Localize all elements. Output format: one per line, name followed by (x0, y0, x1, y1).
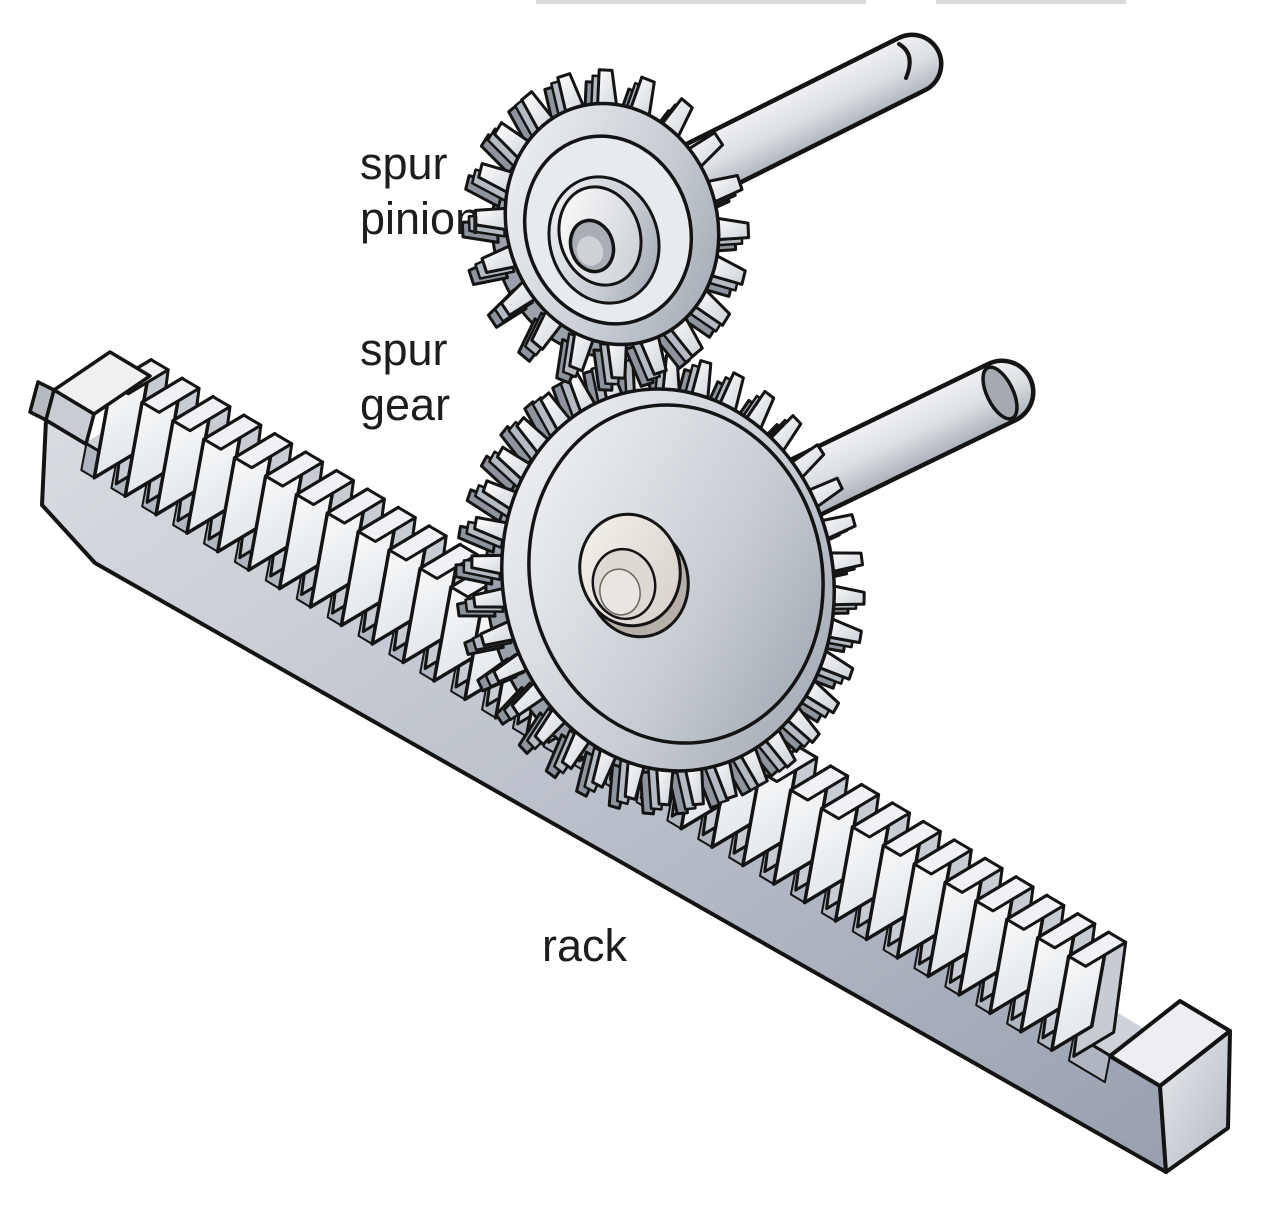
rack-tooth-tip (974, 875, 1035, 913)
rack-tooth-tip (789, 764, 850, 802)
rack-tooth-tip (356, 506, 417, 543)
rack-tooth-tip (1036, 912, 1097, 950)
rack-tooth-tip (1067, 930, 1128, 968)
gear-shaft-illustration (766, 358, 1036, 524)
shaft-body (771, 363, 1031, 519)
rack-tooth-tip (912, 838, 973, 876)
rack-tooth-tip (171, 395, 232, 433)
crop-artifact (936, 0, 1126, 4)
crop-artifact (536, 0, 866, 4)
label-rack: rack (542, 920, 628, 971)
rack-tooth-tip (264, 450, 325, 488)
label-spur-pinion: spur pinion (360, 138, 481, 244)
rack-right-end-face (1158, 1029, 1232, 1174)
rack-left-end-top (52, 350, 152, 416)
rack-tooth-tip (943, 856, 1004, 894)
spur-pinion-illustration (460, 68, 751, 392)
label-spur-gear: spur gear (360, 324, 451, 430)
rack-tooth-tip (325, 487, 386, 525)
pinion-bore-highlight (576, 236, 604, 266)
rack-tooth-tip (202, 413, 263, 451)
gear-shaft-end-face (981, 365, 1019, 421)
rack-tooth-tip (140, 376, 201, 414)
rack-tooth-tip (820, 783, 881, 821)
rack-tooth-tip (851, 801, 911, 839)
spur-gear-illustration (454, 353, 866, 816)
rack-tooth-tip (233, 432, 294, 470)
rack-tooth-tip (387, 524, 448, 562)
rack-tooth-tip (881, 820, 942, 857)
gear-bore-hole (599, 568, 641, 616)
crop-artifact-strip (536, 0, 1126, 4)
rack-tooth-tip (1005, 893, 1066, 931)
pinion-shaft-notch (897, 42, 912, 80)
rack-tooth-tip (295, 469, 355, 507)
